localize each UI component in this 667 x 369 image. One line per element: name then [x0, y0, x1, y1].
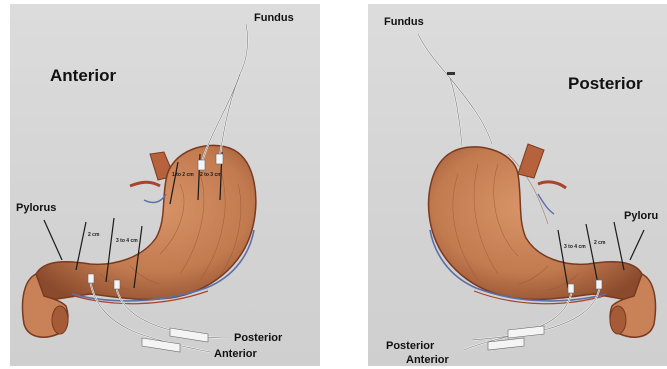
fundus-label: Fundus — [384, 16, 424, 28]
anterior-lead-label: Anterior — [406, 354, 449, 366]
anterior-lead-label: Anterior — [214, 348, 257, 360]
measure-label-2: 2 to 3 cm — [200, 172, 222, 178]
posterior-view-panel: Fundus Posterior Pyloru Posterior Anteri… — [368, 4, 667, 366]
anterior-view-title: Anterior — [50, 66, 116, 86]
anterior-view-panel: Anterior Fundus Pylorus Posterior Anteri… — [10, 4, 320, 366]
measure-label-1: 1 to 2 cm — [172, 172, 194, 178]
measure-label-1: 3 to 4 cm — [564, 244, 586, 250]
measure-label-4: 3 to 4 cm — [116, 238, 138, 244]
fundus-label: Fundus — [254, 12, 294, 24]
measure-label-2: 2 cm — [594, 240, 605, 246]
pylorus-label: Pyloru — [624, 210, 658, 222]
measure-label-3: 2 cm — [88, 232, 99, 238]
posterior-lead-label: Posterior — [234, 332, 282, 344]
posterior-stomach-illustration — [368, 4, 667, 366]
posterior-lead-label: Posterior — [386, 340, 434, 352]
posterior-view-title: Posterior — [568, 74, 643, 94]
pylorus-label: Pylorus — [16, 202, 56, 214]
anterior-stomach-illustration — [10, 4, 320, 366]
